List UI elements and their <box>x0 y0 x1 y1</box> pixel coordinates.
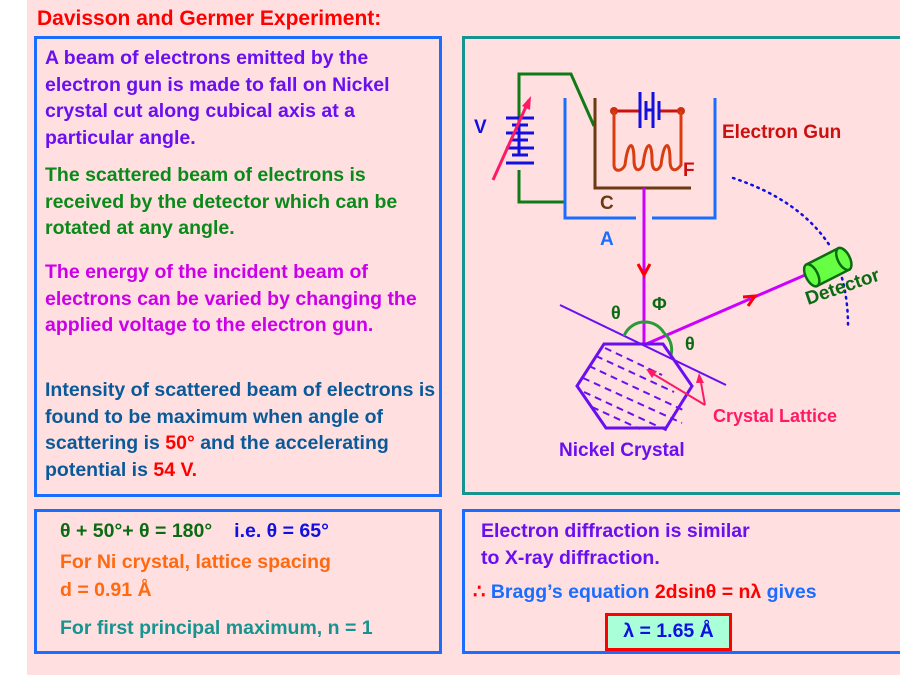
filament-label: F <box>683 160 695 181</box>
lattice-arrow-inner-head <box>646 369 657 378</box>
potential-value: 54 V. <box>153 458 198 481</box>
incident-beam-arrow <box>636 263 652 279</box>
anode-right <box>652 98 717 220</box>
therefore-icon: ∴ <box>473 581 486 603</box>
theta-right-arc <box>662 331 674 356</box>
variable-arrow-head <box>522 96 531 110</box>
intensity-text: Intensity of scattered beam of electrons… <box>45 379 436 454</box>
diffraction-similarity-line1: Electron diffraction is similar <box>481 520 750 542</box>
theta-result: i.e. θ = 65° <box>234 520 329 542</box>
scattered-beam-arrow <box>742 294 759 307</box>
intensity-text-mid: and the accelerating potential is <box>45 432 389 481</box>
description-energy: The energy of the incident beam of elect… <box>45 261 417 336</box>
bragg-equation-line: ∴ Bragg’s equation 2dsinθ = nλ gives <box>473 580 817 604</box>
bragg-box: Electron diffraction is similar to X-ray… <box>462 509 900 654</box>
scattered-beam <box>643 270 813 347</box>
phi-label: Φ <box>652 294 667 314</box>
filament-battery-icon <box>610 92 685 128</box>
nickel-crystal-label: Nickel Crystal <box>559 440 685 461</box>
anode-label: A <box>600 229 614 250</box>
lattice-arrow-outer-head <box>696 373 704 383</box>
experiment-diagram-box: V A C F Electron Gun <box>462 36 900 495</box>
cathode-label: C <box>600 193 614 214</box>
diffraction-similarity-line2: to X-ray diffraction. <box>481 547 660 569</box>
description-box: A beam of electrons emitted by the elect… <box>34 36 442 497</box>
description-electron-beam: A beam of electrons emitted by the elect… <box>45 47 390 149</box>
detector-rotation-path-lower <box>840 276 850 328</box>
anode-left <box>563 98 636 220</box>
angle-equation: θ + 50°+ θ = 180° i.e. θ = 65° <box>60 520 329 543</box>
bragg-prefix: Bragg’s equation <box>485 581 655 603</box>
angle-sum-equation: θ + 50°+ θ = 180° <box>60 520 213 542</box>
detector-rotation-path-upper <box>731 176 832 248</box>
circuit-wire-top <box>517 72 596 127</box>
cathode <box>593 98 691 190</box>
scattering-angle-value: 50° <box>165 432 195 454</box>
calculation-box: θ + 50°+ θ = 180° i.e. θ = 65° For Ni cry… <box>34 509 442 654</box>
wavelength-result: λ = 1.65 Å <box>605 613 732 651</box>
experiment-diagram: V A C F Electron Gun <box>474 72 883 461</box>
lattice-spacing-label: For Ni crystal, lattice spacing <box>60 551 331 573</box>
electron-gun-label: Electron Gun <box>722 122 841 143</box>
lattice-spacing-value: d = 0.91 Å <box>60 579 152 601</box>
voltage-label: V <box>474 117 487 138</box>
principal-maximum-order: For first principal maximum, n = 1 <box>60 617 373 639</box>
phi-arc <box>643 320 666 334</box>
theta-right-label: θ <box>685 334 695 354</box>
circuit-wire-bottom <box>517 170 564 204</box>
slide-title: Davisson and Germer Experiment: <box>37 7 382 30</box>
crystal-lattice-label: Crystal Lattice <box>713 406 837 426</box>
lattice-arrow-inner <box>649 371 706 406</box>
theta-left-arc <box>622 320 645 337</box>
theta-left-label: θ <box>611 303 621 323</box>
bragg-equation: 2dsinθ = nλ <box>654 581 762 603</box>
bragg-suffix: gives <box>761 581 817 603</box>
detector-icon <box>802 246 853 288</box>
nickel-crystal-hexagon <box>575 342 694 430</box>
variable-arrow <box>491 99 531 181</box>
description-intensity: Intensity of scattered beam of electrons… <box>45 377 440 483</box>
filament-coil-icon <box>612 111 683 172</box>
description-detector: The scattered beam of electrons is recei… <box>45 164 398 239</box>
